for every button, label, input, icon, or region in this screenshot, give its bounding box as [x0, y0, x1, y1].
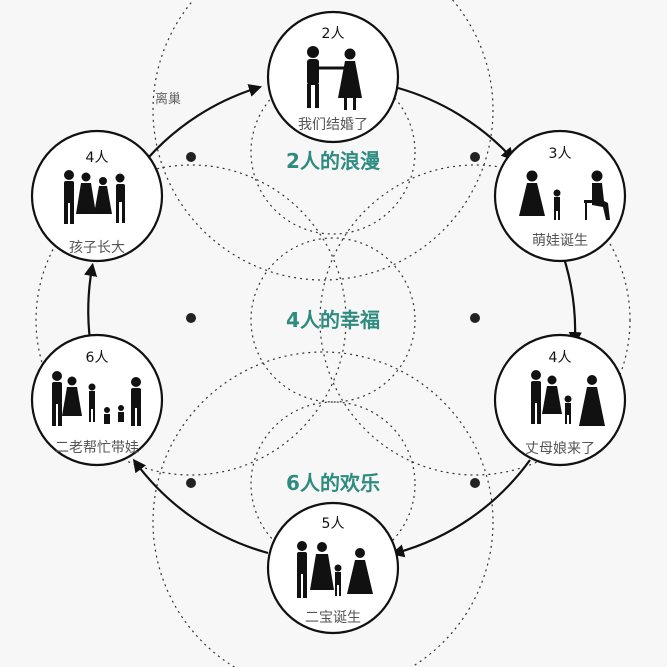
stage-count: 3人 — [549, 146, 572, 162]
stage-count: 2人 — [322, 26, 345, 42]
arrow-married-to-baby — [397, 86, 515, 161]
junction-dot — [186, 152, 196, 162]
stage-count: 5人 — [322, 516, 345, 532]
center-text-top: 2人的浪漫 — [286, 149, 381, 173]
stage-count: 6人 — [86, 350, 109, 366]
family-with-mother-in-law-icon — [531, 370, 605, 426]
arrow-secondbaby-to-grandparents — [132, 458, 269, 555]
stage-count: 4人 — [86, 150, 109, 166]
side-label: 离巢 — [155, 91, 181, 107]
family-of-six-icon — [52, 371, 141, 426]
arrow-grandparents-to-grown — [84, 262, 98, 341]
outer-ring-right — [319, 164, 631, 476]
arrow-inlaws-to-secondbaby — [390, 459, 531, 558]
junction-dots — [186, 152, 480, 488]
outer-ring-bottom — [152, 351, 494, 667]
stage-node-baby: 3人 萌娃诞生 — [493, 129, 627, 263]
junction-dot — [470, 152, 480, 162]
junction-dot — [470, 313, 480, 323]
stage-label: 二老帮忙带娃 — [55, 440, 139, 456]
stage-node-grandparents: 6人 二老帮忙带娃 — [30, 333, 164, 467]
mother-baby-father-icon — [519, 170, 610, 220]
inner-ring-middle — [250, 237, 416, 403]
family-of-four-icon — [64, 170, 125, 224]
couple-silhouette-icon — [307, 46, 362, 110]
junction-dot — [186, 478, 196, 488]
stage-label: 萌娃诞生 — [532, 233, 588, 249]
stage-node-in-laws: 4人 丈母娘来了 — [493, 333, 627, 467]
arrow-baby-to-inlaws — [561, 254, 582, 346]
stage-label: 我们结婚了 — [298, 117, 368, 133]
stage-node-second-baby: 5人 二宝诞生 — [266, 501, 400, 635]
outer-ring-top — [152, 0, 494, 281]
center-text-bottom: 6人的欢乐 — [286, 471, 380, 495]
arrow-grown-to-married — [147, 84, 263, 159]
outer-ring-left — [35, 164, 347, 476]
junction-dot — [186, 313, 196, 323]
stage-node-grown: 4人 孩子长大 — [30, 129, 164, 263]
family-of-five-icon — [297, 541, 373, 598]
junction-dot — [470, 478, 480, 488]
center-text-middle: 4人的幸福 — [286, 308, 380, 332]
stage-label: 二宝诞生 — [305, 610, 361, 626]
stage-count: 4人 — [549, 350, 572, 366]
inner-ring-bottom — [250, 401, 416, 567]
stage-node-married: 2人 我们结婚了 — [266, 10, 400, 144]
stage-label: 孩子长大 — [69, 240, 125, 256]
stage-label: 丈母娘来了 — [525, 441, 595, 457]
